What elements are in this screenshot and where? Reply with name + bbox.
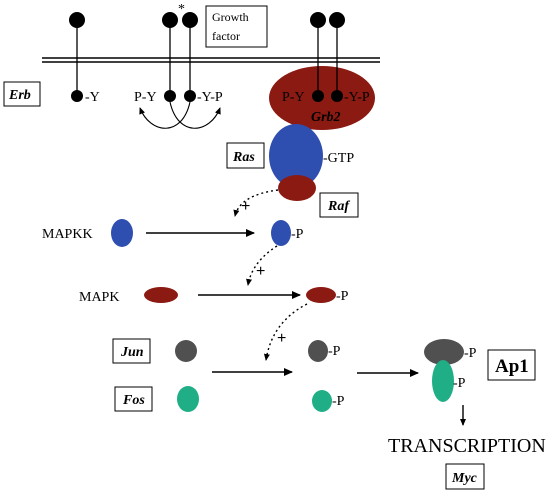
gtp-label: -GTP bbox=[323, 151, 354, 166]
jun-p-label: -P bbox=[328, 344, 341, 359]
ras-label: Ras bbox=[232, 150, 255, 165]
transphosphorylation-arrows bbox=[139, 101, 221, 129]
ras-box bbox=[226, 142, 265, 169]
mapkk-label: MAPKK bbox=[42, 227, 93, 242]
jun-phosphorylated bbox=[308, 340, 328, 362]
activation-arrow-raf bbox=[233, 189, 279, 217]
myc-box bbox=[445, 463, 485, 490]
mapkk-phosphorylated bbox=[271, 220, 291, 246]
mapk-protein bbox=[144, 287, 178, 303]
fos-protein bbox=[177, 386, 199, 412]
py-label-right: P-Y bbox=[282, 90, 305, 105]
ap1-p-bottom-label: -P bbox=[453, 376, 466, 391]
receptor-dimer-right bbox=[310, 12, 345, 102]
cell-membrane bbox=[42, 57, 380, 63]
growth-factor-line2: factor bbox=[212, 29, 240, 43]
plus-sign-2: + bbox=[256, 263, 265, 280]
ap1-p-top-label: -P bbox=[464, 346, 477, 361]
mapkk-protein bbox=[111, 219, 133, 247]
ras-protein bbox=[269, 124, 323, 188]
growth-factor-line1: Growth bbox=[212, 10, 249, 24]
raf-box bbox=[319, 192, 359, 218]
yp-label-mid: -Y-P bbox=[197, 90, 223, 105]
jun-label: Jun bbox=[120, 345, 144, 360]
plus-sign-3: + bbox=[277, 330, 286, 347]
ap1-box bbox=[487, 349, 536, 381]
grb2-label: Grb2 bbox=[311, 110, 341, 125]
jun-protein bbox=[175, 340, 197, 362]
raf-protein bbox=[278, 175, 316, 201]
activation-arrow-mapk bbox=[263, 303, 308, 361]
growth-factor-box bbox=[205, 5, 268, 48]
plus-sign-1: + bbox=[241, 198, 250, 215]
ap1-jun-subunit bbox=[424, 339, 464, 365]
ap1-fos-subunit bbox=[432, 360, 454, 402]
myc-label: Myc bbox=[451, 471, 478, 486]
receptor-unphosphorylated bbox=[69, 12, 85, 102]
erb-label: Erb bbox=[8, 88, 31, 103]
raf-label: Raf bbox=[327, 199, 350, 214]
star-marker: * bbox=[178, 2, 185, 17]
fos-box bbox=[114, 386, 153, 412]
fos-p-label: -P bbox=[332, 394, 345, 409]
mapk-label: MAPK bbox=[79, 290, 119, 305]
transcription-label: TRANSCRIPTION bbox=[388, 435, 546, 457]
erb-box bbox=[3, 81, 41, 107]
receptor-dimer-phosphorylated bbox=[162, 12, 198, 102]
mapk-phosphorylated bbox=[306, 287, 336, 303]
fos-label: Fos bbox=[122, 393, 145, 408]
yp-label-right: -Y-P bbox=[344, 90, 370, 105]
mapk-p-label: -P bbox=[336, 289, 349, 304]
activation-arrow-mapkk bbox=[246, 245, 278, 286]
py-label-mid: P-Y bbox=[134, 90, 157, 105]
mapkk-p-label: -P bbox=[291, 227, 304, 242]
ap1-label: Ap1 bbox=[495, 356, 529, 377]
jun-box bbox=[112, 338, 151, 364]
y-label-left: -Y bbox=[85, 90, 100, 105]
fos-phosphorylated bbox=[312, 390, 332, 412]
